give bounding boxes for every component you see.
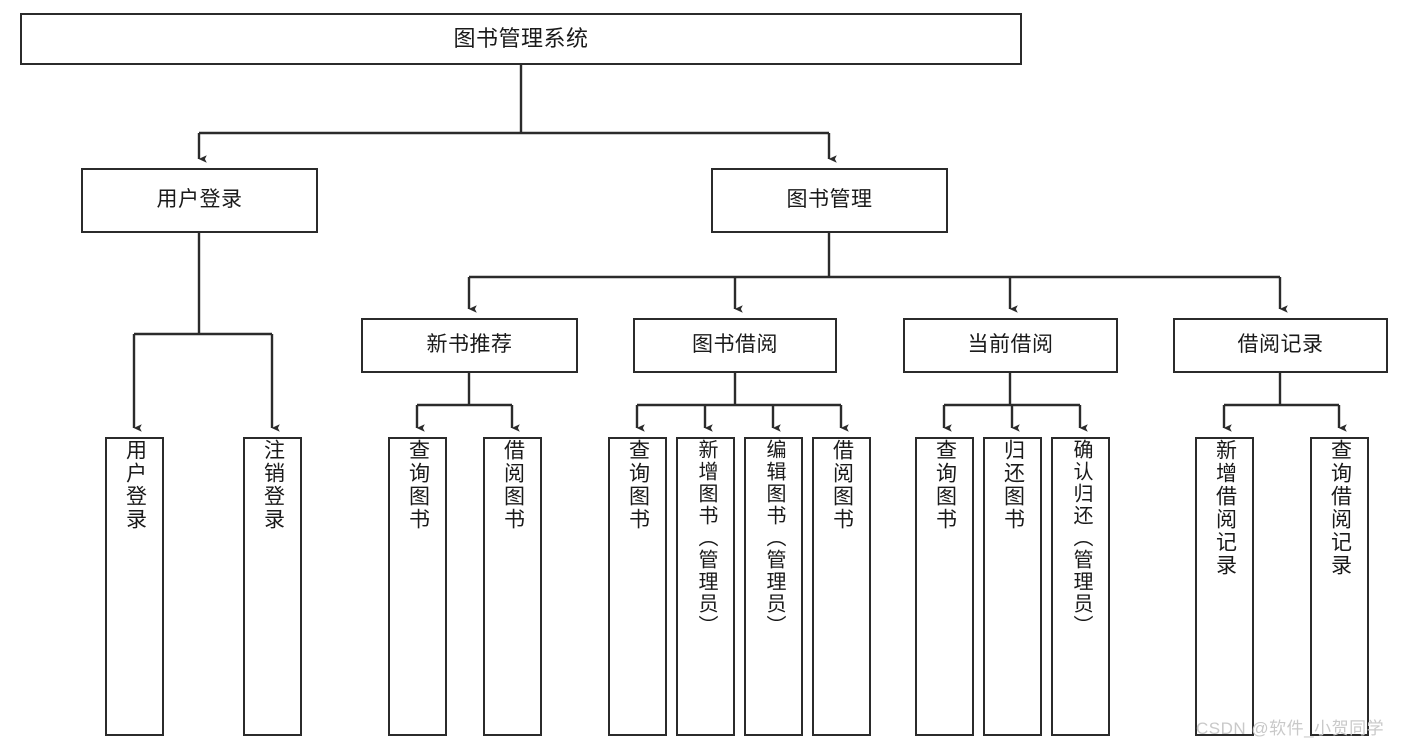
node-label: 查询图书: [933, 439, 957, 531]
node-label: 确认归还（管理员）: [1070, 439, 1092, 637]
node-label: 归还图书: [1001, 439, 1025, 531]
node-label: 借阅图书: [501, 439, 525, 531]
node-label: 注销登录: [261, 439, 285, 531]
node-label: 新增图书（管理员）: [695, 439, 717, 637]
node-label: 新增借阅记录: [1213, 439, 1237, 577]
node-root[interactable]: 图书管理系统: [20, 13, 1022, 65]
node-label: 查询图书: [406, 439, 430, 531]
node-leaf-confirm-return[interactable]: 确认归还（管理员）: [1051, 437, 1110, 736]
node-leaf-query-book-2[interactable]: 查询图书: [608, 437, 667, 736]
node-user-login[interactable]: 用户登录: [81, 168, 318, 233]
node-book-borrowing[interactable]: 图书借阅: [633, 318, 837, 373]
node-label: 编辑图书（管理员）: [763, 439, 785, 637]
node-label: 查询图书: [626, 439, 650, 531]
node-label: 图书管理系统: [453, 26, 589, 52]
node-leaf-borrow-book-2[interactable]: 借阅图书: [812, 437, 871, 736]
node-leaf-return-book[interactable]: 归还图书: [983, 437, 1042, 736]
node-label: 用户登录: [156, 188, 243, 212]
node-leaf-query-book-1[interactable]: 查询图书: [388, 437, 447, 736]
node-leaf-query-record[interactable]: 查询借阅记录: [1310, 437, 1369, 736]
node-borrowing-record[interactable]: 借阅记录: [1173, 318, 1388, 373]
node-leaf-user-login[interactable]: 用户登录: [105, 437, 164, 736]
node-current-borrowing[interactable]: 当前借阅: [903, 318, 1118, 373]
node-label: 图书借阅: [692, 333, 778, 357]
csdn-watermark: CSDN @软件_小贺同学: [1196, 719, 1385, 738]
node-leaf-add-book[interactable]: 新增图书（管理员）: [676, 437, 735, 736]
node-book-management[interactable]: 图书管理: [711, 168, 948, 233]
node-new-book-recommendation[interactable]: 新书推荐: [361, 318, 578, 373]
node-leaf-edit-book[interactable]: 编辑图书（管理员）: [744, 437, 803, 736]
node-leaf-query-book-3[interactable]: 查询图书: [915, 437, 974, 736]
node-leaf-add-record[interactable]: 新增借阅记录: [1195, 437, 1254, 736]
node-label: 借阅图书: [830, 439, 854, 531]
node-label: 借阅记录: [1237, 333, 1324, 357]
node-label: 图书管理: [786, 188, 873, 212]
node-label: 用户登录: [123, 439, 147, 531]
node-label: 查询借阅记录: [1328, 439, 1352, 577]
node-label: 当前借阅: [967, 333, 1054, 357]
node-leaf-logout[interactable]: 注销登录: [243, 437, 302, 736]
node-label: 新书推荐: [426, 333, 513, 357]
node-leaf-borrow-book-1[interactable]: 借阅图书: [483, 437, 542, 736]
